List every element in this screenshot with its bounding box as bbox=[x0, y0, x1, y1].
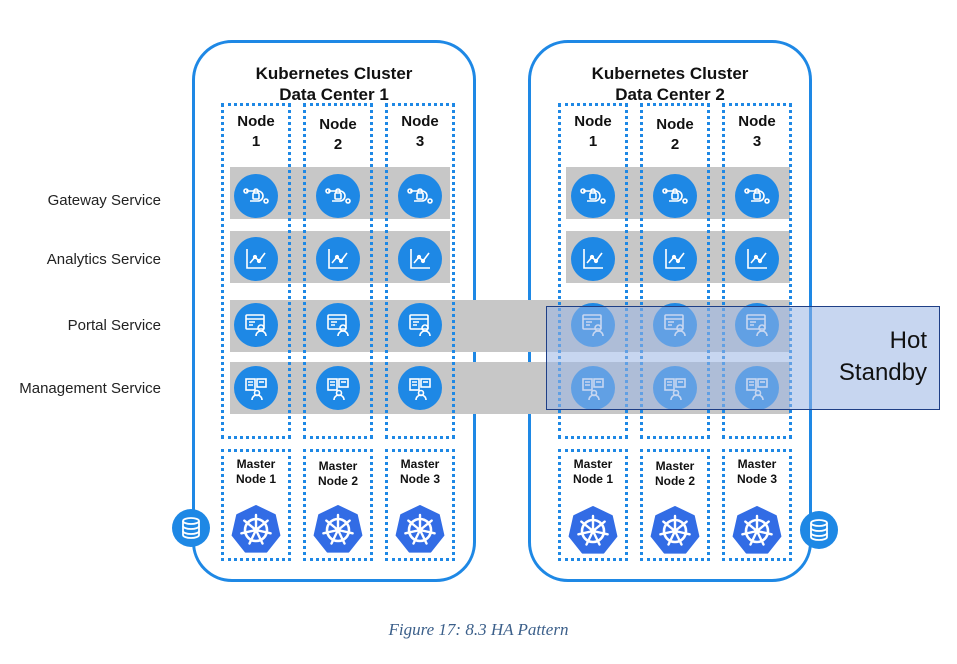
gateway-icon bbox=[234, 174, 278, 218]
analytics-icon bbox=[316, 237, 360, 281]
hot-standby-region: Hot Standby bbox=[546, 306, 940, 410]
analytics-icon bbox=[571, 237, 615, 281]
portal-icon bbox=[398, 303, 442, 347]
gateway-icon bbox=[398, 174, 442, 218]
database-icon bbox=[172, 509, 210, 547]
service-label-gateway: Gateway Service bbox=[47, 192, 161, 209]
kubernetes-icon bbox=[395, 504, 445, 561]
management-icon bbox=[234, 366, 278, 410]
kubernetes-icon bbox=[313, 504, 363, 561]
cluster-title: Kubernetes Cluster Data Center 1 bbox=[255, 64, 413, 104]
cluster-title: Kubernetes Cluster Data Center 2 bbox=[591, 64, 749, 104]
analytics-icon bbox=[234, 237, 278, 281]
service-label-portal: Portal Service bbox=[67, 317, 161, 334]
gateway-icon bbox=[571, 174, 615, 218]
kubernetes-icon bbox=[732, 505, 782, 562]
kubernetes-icon bbox=[650, 505, 700, 562]
figure-caption: Figure 17: 8.3 HA Pattern bbox=[388, 620, 569, 639]
management-icon bbox=[316, 366, 360, 410]
analytics-icon bbox=[735, 237, 779, 281]
gateway-icon bbox=[735, 174, 779, 218]
kubernetes-icon bbox=[231, 504, 281, 561]
analytics-icon bbox=[398, 237, 442, 281]
analytics-icon bbox=[653, 237, 697, 281]
gateway-icon bbox=[653, 174, 697, 218]
service-label-analytics: Analytics Service bbox=[46, 251, 161, 268]
kubernetes-icon bbox=[568, 505, 618, 562]
database-icon bbox=[800, 511, 838, 549]
hot-standby-label: Hot Standby bbox=[838, 327, 927, 386]
gateway-icon bbox=[316, 174, 360, 218]
portal-icon bbox=[316, 303, 360, 347]
portal-icon bbox=[234, 303, 278, 347]
management-icon bbox=[398, 366, 442, 410]
service-label-management: Management Service bbox=[19, 380, 161, 397]
